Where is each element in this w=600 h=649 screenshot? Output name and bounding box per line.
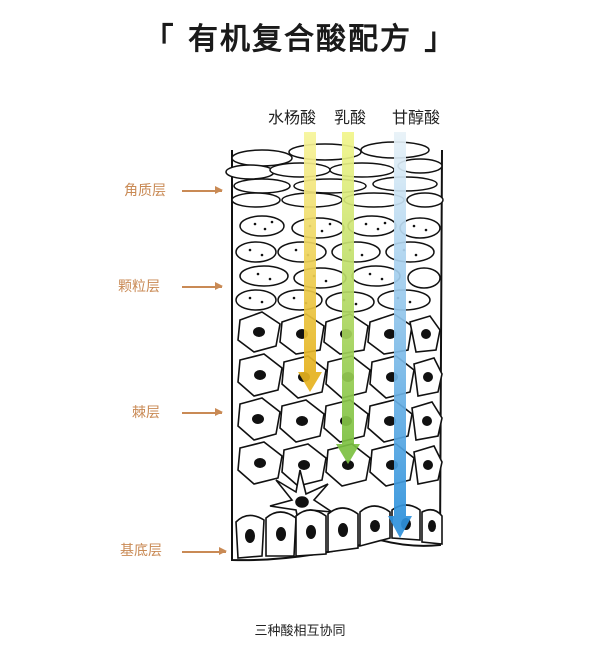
acid-arrow-lactic [336,132,360,464]
page-title: 「 有机复合酸配方 」 [143,22,457,57]
layer-label-basal: 基底层 [120,543,162,559]
acid-label-salicylic: 水杨酸 [268,108,317,127]
granular-cells [235,215,441,313]
layer-label-granular: 颗粒层 [118,279,160,295]
layer-arrow-basal [182,548,227,554]
layer-label-stratum-corneum: 角质层 [124,183,166,199]
layer-label-spinous: 棘层 [132,405,160,421]
acid-arrow-salicylic [298,132,322,392]
diagram-caption: 三种酸相互协同 [254,624,346,639]
layer-arrow-spinous [182,409,223,415]
corneum-cells [225,141,444,208]
layer-arrow-stratum-corneum [182,187,223,193]
acid-label-glycolic: 甘醇酸 [392,108,441,127]
layer-arrow-granular [182,283,223,289]
acid-label-lactic: 乳酸 [334,108,367,127]
acid-arrow-glycolic [388,132,412,538]
spinous-cells [237,311,443,487]
